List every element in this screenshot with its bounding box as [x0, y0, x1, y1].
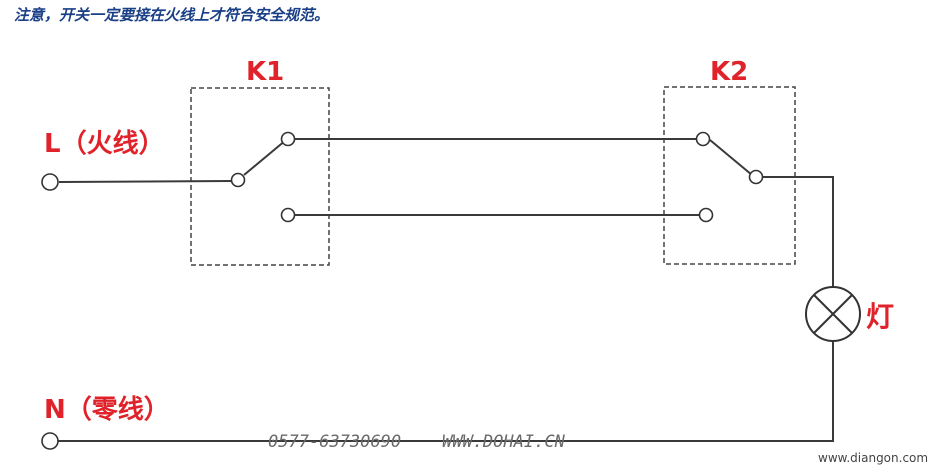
k2-lower-terminal — [698, 207, 714, 223]
safety-note: 注意，开关一定要接在火线上才符合安全规范。 — [14, 6, 330, 24]
neutral-input-terminal — [41, 432, 59, 450]
k2-switch-lever — [709, 139, 753, 176]
neutral-line-label: N（零线） — [44, 395, 170, 425]
live-input-terminal — [41, 173, 59, 191]
lamp-feed-wire — [762, 176, 834, 287]
neutral-wire — [57, 341, 834, 442]
phone-url-watermark: 0577-63730690 WWW.DOHAI.CN — [268, 432, 566, 452]
k2-upper-terminal — [695, 131, 711, 147]
k1-common-terminal — [230, 172, 246, 188]
switch-k1-box — [190, 87, 330, 266]
live-line-label: L（火线） — [44, 129, 165, 159]
switch-k1-label: K1 — [246, 57, 284, 87]
live-input-wire — [58, 180, 233, 183]
switch-k2-box — [663, 86, 796, 265]
lamp-label: 灯 — [866, 300, 894, 333]
k1-upper-terminal — [280, 131, 296, 147]
switch-k2-label: K2 — [710, 57, 748, 87]
k1-lower-terminal — [280, 207, 296, 223]
lamp-symbol — [805, 286, 861, 342]
k1-switch-lever — [243, 139, 287, 176]
site-watermark: www.diangon.com — [818, 451, 928, 465]
k2-common-terminal — [748, 169, 764, 185]
